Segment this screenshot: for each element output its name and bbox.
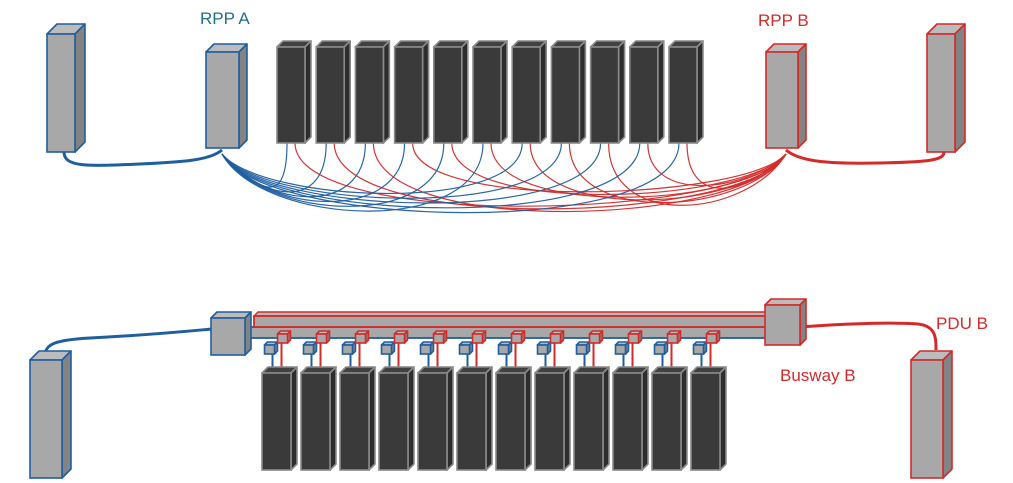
- tap-box-b: [471, 330, 487, 344]
- tap-box-a: [341, 341, 357, 355]
- tap-box-b: [315, 330, 331, 344]
- tap-box-b: [354, 330, 370, 344]
- server-rack: [690, 366, 727, 471]
- rpp-cable-bundle: [62, 142, 946, 214]
- server-rack: [472, 40, 508, 144]
- feeder-a-cable: [62, 148, 223, 167]
- rpp-a-label: RPP A: [200, 9, 250, 28]
- tap-box-a: [653, 341, 669, 355]
- busway-b-bar: [253, 315, 781, 328]
- busway-b-label: Busway B: [780, 366, 856, 385]
- server-rack: [261, 366, 298, 471]
- tap-box-a: [692, 341, 708, 355]
- upstream-panel-a: [46, 23, 86, 153]
- server-rack: [612, 366, 649, 471]
- tap-box-a: [263, 341, 279, 355]
- tap-box-b: [627, 330, 643, 344]
- server-rack: [354, 40, 391, 144]
- rpp-a-cable: [221, 142, 562, 199]
- server-rack: [550, 40, 587, 144]
- rpp-b-cable: [451, 142, 787, 195]
- tap-box-b: [705, 330, 721, 344]
- rpp-a-cable: [221, 142, 406, 203]
- rpp-a-cable: [221, 142, 445, 207]
- server-rack: [300, 366, 337, 471]
- feeder-b-cable: [799, 321, 938, 351]
- tap-box-a: [575, 341, 591, 355]
- tap-box-b: [588, 330, 604, 344]
- top-rack-row: [276, 40, 704, 144]
- tap-box-b: [666, 330, 682, 344]
- server-rack: [432, 40, 469, 144]
- rpp-a-cable: [221, 142, 602, 204]
- server-rack: [393, 40, 430, 144]
- tap-box-b: [510, 330, 526, 344]
- rpp-b-label: RPP B: [758, 11, 809, 30]
- server-rack: [668, 40, 704, 144]
- server-rack: [417, 366, 454, 471]
- rpp-a-cable: [221, 142, 484, 212]
- tap-box-b: [276, 330, 292, 344]
- feeder-b-cable: [785, 148, 946, 165]
- tap-box-a: [536, 341, 552, 355]
- upstream-panel-b: [926, 23, 966, 153]
- tap-box-a: [458, 341, 474, 355]
- server-rack: [378, 366, 415, 471]
- rpp-a-cable: [221, 142, 680, 214]
- pdu-b-unit: [910, 350, 953, 479]
- rpp-b-cable: [608, 142, 787, 206]
- server-rack: [651, 366, 688, 471]
- server-rack: [315, 40, 352, 144]
- server-rack: [456, 366, 493, 471]
- tap-box-a: [302, 341, 318, 355]
- rpp-a-cable: [221, 142, 641, 209]
- server-rack: [339, 366, 376, 471]
- tap-box-b: [549, 330, 565, 344]
- server-rack: [534, 366, 571, 471]
- feeder-a-cable: [43, 327, 213, 357]
- server-rack: [573, 366, 610, 471]
- rpp-b-cable: [490, 142, 787, 198]
- pdu-b-label: PDU B: [936, 314, 988, 333]
- tap-box-a: [614, 341, 630, 355]
- rpp-b-cable: [568, 142, 787, 204]
- server-rack: [276, 40, 312, 144]
- busway-a-feed-box: [210, 311, 252, 356]
- tap-box-b: [393, 330, 409, 344]
- tap-box-a: [419, 341, 435, 355]
- server-rack: [495, 366, 532, 471]
- tap-box-a: [497, 341, 513, 355]
- server-rack: [511, 40, 548, 144]
- server-rack: [589, 40, 626, 144]
- rpp-b-cable: [686, 142, 787, 189]
- rpp-a-cable: [221, 142, 523, 195]
- rpp-b-cable: [647, 142, 787, 186]
- busway-b-feed-box: [764, 298, 807, 346]
- server-rack: [628, 40, 665, 144]
- tap-box-a: [380, 341, 396, 355]
- busway-section: [29, 298, 953, 479]
- top-power-units: [46, 23, 966, 153]
- pdu-a-unit: [29, 350, 72, 479]
- tap-box-b: [432, 330, 448, 344]
- rpp-a-unit: [205, 43, 248, 149]
- rpp-b-unit: [765, 43, 807, 149]
